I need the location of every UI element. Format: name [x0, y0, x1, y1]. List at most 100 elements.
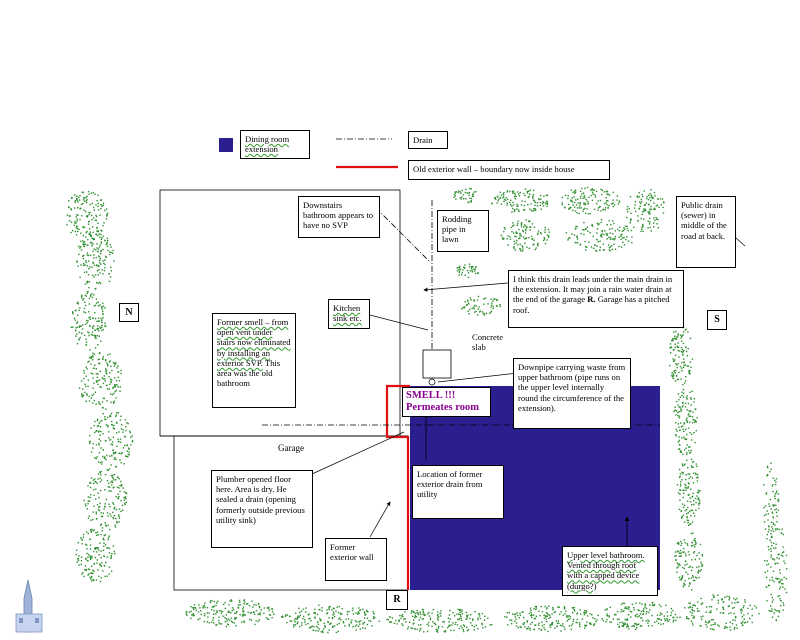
foliage-speck — [693, 539, 695, 541]
foliage-speck — [100, 512, 102, 514]
foliage-speck — [687, 617, 689, 620]
foliage-speck — [622, 237, 624, 239]
foliage-speck — [603, 191, 605, 193]
foliage-speck — [82, 324, 84, 326]
foliage-speck — [551, 613, 553, 615]
foliage-speck — [109, 506, 111, 508]
foliage-speck — [693, 604, 695, 606]
foliage-speck — [359, 628, 361, 630]
foliage-speck — [83, 311, 85, 313]
foliage-speck — [91, 296, 94, 299]
foliage-speck — [320, 631, 322, 633]
foliage-speck — [74, 194, 76, 196]
foliage-speck — [743, 605, 745, 607]
foliage-speck — [515, 235, 517, 238]
foliage-speck — [567, 237, 570, 239]
foliage-speck — [600, 210, 602, 212]
foliage-speck — [678, 411, 680, 413]
foliage-speck — [106, 245, 109, 247]
foliage-speck — [697, 492, 700, 494]
foliage-speck — [686, 409, 688, 411]
foliage-speck — [721, 598, 723, 600]
foliage-speck — [373, 616, 375, 618]
foliage-speck — [118, 478, 120, 480]
foliage-speck — [628, 628, 630, 630]
foliage-speck — [388, 621, 391, 623]
foliage-speck — [94, 274, 97, 276]
foliage-speck — [68, 215, 70, 217]
foliage-speck — [96, 456, 98, 458]
foliage-speck — [773, 612, 775, 614]
foliage-speck — [97, 250, 99, 253]
foliage-speck — [524, 228, 527, 231]
foliage-speck — [307, 622, 309, 625]
foliage-speck — [111, 420, 113, 423]
foliage-speck — [523, 616, 525, 619]
foliage-speck — [94, 431, 96, 434]
foliage-speck — [773, 547, 775, 549]
foliage-speck — [513, 209, 516, 211]
foliage-speck — [751, 614, 753, 617]
foliage-speck — [427, 624, 430, 627]
foliage-speck — [224, 616, 226, 619]
foliage-speck — [106, 454, 108, 457]
foliage-speck — [362, 608, 364, 611]
foliage-speck — [604, 609, 606, 611]
foliage-speck — [692, 624, 694, 626]
foliage-speck — [242, 606, 245, 608]
foliage-speck — [99, 505, 101, 508]
foliage-speck — [87, 485, 89, 487]
foliage-speck — [573, 234, 576, 236]
foliage-speck — [612, 205, 614, 208]
foliage-speck — [622, 622, 624, 625]
foliage-speck — [90, 530, 92, 532]
foliage-speck — [437, 629, 439, 631]
foliage-speck — [701, 554, 703, 556]
foliage-speck — [728, 599, 730, 601]
foliage-speck — [772, 505, 775, 507]
foliage-speck — [683, 358, 685, 360]
foliage-speck — [387, 619, 389, 621]
foliage-speck — [120, 461, 122, 464]
foliage-speck — [513, 246, 515, 248]
foliage-speck — [603, 233, 605, 236]
foliage-speck — [106, 242, 108, 244]
foliage-speck — [682, 496, 684, 499]
foliage-speck — [463, 307, 465, 309]
foliage-speck — [728, 612, 730, 615]
foliage-speck — [540, 208, 542, 210]
foliage-speck — [758, 613, 760, 615]
foliage-speck — [96, 547, 99, 550]
foliage-speck — [601, 618, 603, 620]
foliage-speck — [688, 372, 691, 375]
foliage-speck — [687, 500, 689, 502]
foliage-speck — [543, 623, 545, 626]
foliage-speck — [328, 607, 330, 609]
foliage-speck — [482, 627, 484, 629]
foliage-speck — [96, 226, 98, 229]
foliage-speck — [116, 476, 119, 478]
foliage-speck — [673, 370, 675, 373]
foliage-speck — [314, 608, 316, 611]
foliage-speck — [541, 611, 544, 613]
foliage-speck — [576, 613, 578, 615]
foliage-speck — [82, 202, 84, 205]
foliage-speck — [242, 609, 244, 612]
foliage-speck — [783, 576, 785, 579]
foliage-speck — [454, 191, 456, 193]
foliage-speck — [691, 390, 693, 392]
foliage-speck — [102, 248, 104, 251]
foliage-speck — [553, 611, 555, 614]
foliage-speck — [625, 619, 628, 621]
foliage-speck — [124, 444, 126, 447]
foliage-speck — [224, 607, 227, 610]
foliage-speck — [225, 625, 227, 628]
foliage-speck — [692, 552, 695, 554]
foliage-speck — [741, 622, 743, 624]
foliage-speck — [638, 195, 640, 198]
foliage-speck — [72, 311, 74, 314]
foliage-speck — [89, 231, 91, 233]
foliage-speck — [294, 624, 296, 626]
foliage-speck — [638, 208, 640, 210]
foliage-speck — [644, 604, 647, 606]
